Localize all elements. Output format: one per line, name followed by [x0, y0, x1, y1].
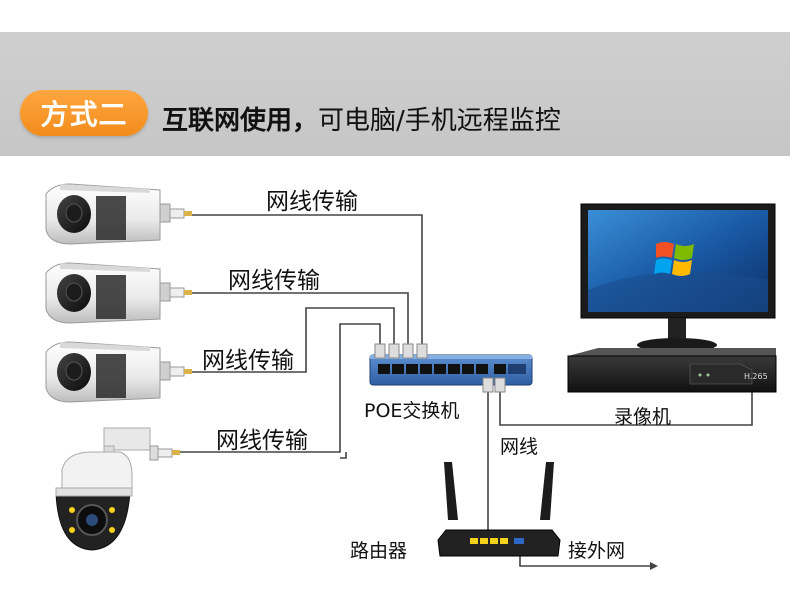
header-title: 互联网使用，可电脑/手机远程监控: [162, 100, 561, 137]
router-label: 路由器: [350, 540, 408, 562]
cable-switch-nvr: [499, 380, 753, 426]
poe-switch-label: POE交换机: [364, 400, 460, 422]
cable-label-3: 网线传输: [202, 348, 294, 374]
nvr-recorder: H.265: [567, 348, 777, 393]
cable-camera-4: [180, 323, 381, 453]
monitor: [580, 203, 776, 352]
nvr-model-label: H.265: [744, 372, 768, 381]
cable-external: [519, 552, 650, 567]
external-net-label: 接外网: [568, 540, 626, 562]
network-cable-label: 网线: [500, 436, 539, 458]
cable-label-1: 网线传输: [266, 189, 358, 215]
header-title-bold: 互联网使用，: [162, 106, 319, 136]
router: [437, 462, 561, 557]
nvr-label: 录像机: [614, 406, 672, 428]
cable-camera-2: [192, 292, 409, 350]
bullet-camera-2: [45, 262, 192, 324]
arrow-head: [650, 562, 658, 570]
cable-label-2: 网线传输: [228, 268, 320, 294]
header-title-rest: 可电脑/手机远程监控: [318, 106, 561, 136]
cable-label-4: 网线传输: [216, 428, 308, 454]
bullet-camera-3: [45, 341, 192, 403]
method-badge: 方式二: [20, 90, 148, 136]
dome-camera: [55, 427, 180, 551]
bullet-camera-1: [45, 183, 192, 245]
cable-camera-1: [192, 214, 423, 350]
poe-switch: [369, 343, 533, 393]
cable-lines: [180, 214, 753, 567]
cable-camera-3: [192, 307, 395, 373]
